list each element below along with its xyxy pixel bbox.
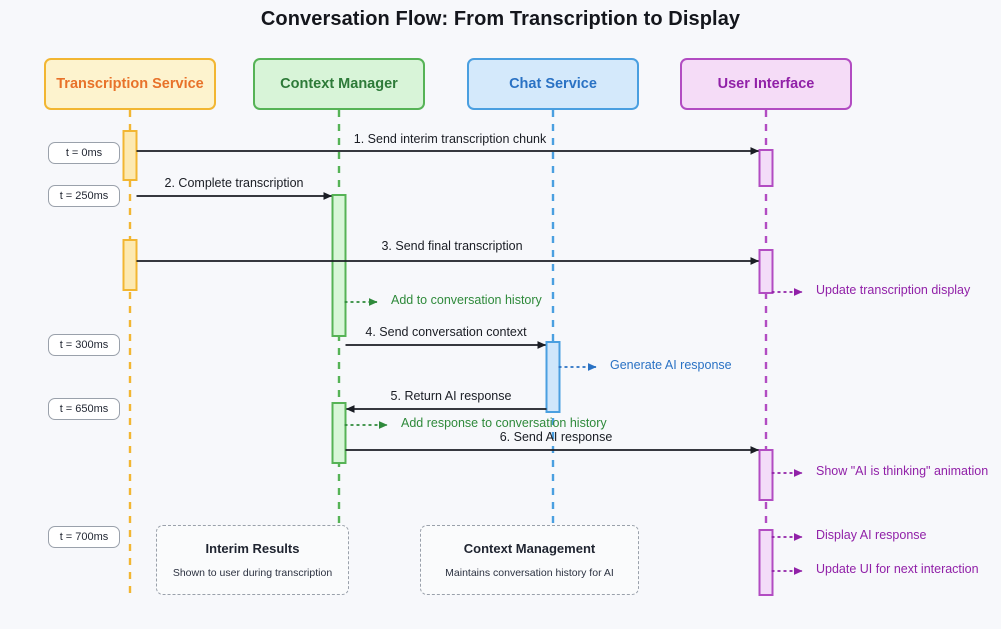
self-note-label: Add to conversation history (391, 293, 542, 307)
timestamp-pill: t = 250ms (48, 185, 120, 207)
note-subtitle: Maintains conversation history for AI (445, 567, 614, 579)
message-label-4: 4. Send conversation context (365, 325, 527, 339)
activation-bar-transcription (122, 130, 138, 181)
message-label-5: 5. Return AI response (390, 389, 512, 403)
self-note-label: Display AI response (816, 528, 927, 542)
participant-label: Context Manager (280, 76, 398, 92)
participant-label: User Interface (717, 76, 815, 92)
participant-label: Chat Service (509, 76, 597, 92)
timestamp-pill: t = 700ms (48, 526, 120, 548)
activation-bar-ui (758, 149, 774, 187)
self-note-label: Show "AI is thinking" animation (816, 464, 989, 478)
activations-group (122, 130, 774, 596)
participant-ui[interactable]: User Interface (680, 58, 852, 110)
note-subtitle: Shown to user during transcription (172, 567, 333, 579)
timestamp-pill: t = 300ms (48, 334, 120, 356)
self-note-label: Update transcription display (816, 283, 971, 297)
page-title: Conversation Flow: From Transcription to… (260, 8, 741, 30)
activation-bar-chat (545, 341, 561, 413)
message-label-3: 3. Send final transcription (381, 239, 523, 253)
note-title: Context Management (463, 541, 596, 556)
message-label-2: 2. Complete transcription (164, 176, 304, 190)
activation-bar-context (331, 194, 347, 337)
activation-bar-ui (758, 249, 774, 294)
participant-chat[interactable]: Chat Service (467, 58, 639, 110)
activation-bar-ui (758, 449, 774, 501)
note-title: Interim Results (205, 541, 300, 556)
participant-label: Transcription Service (56, 76, 204, 92)
self-note-label: Generate AI response (610, 358, 732, 372)
activation-bar-ui (758, 529, 774, 596)
message-label-6: 6. Send AI response (499, 430, 613, 444)
self-note-label: Update UI for next interaction (816, 562, 979, 576)
message-arrows-group (136, 147, 803, 575)
participant-context[interactable]: Context Manager (253, 58, 425, 110)
message-label-1: 1. Send interim transcription chunk (353, 132, 547, 146)
self-note-label: Add response to conversation history (401, 416, 607, 430)
participant-transcription[interactable]: Transcription Service (44, 58, 216, 110)
timestamp-pill: t = 0ms (48, 142, 120, 164)
activation-bar-context (331, 402, 347, 464)
timestamp-pill: t = 650ms (48, 398, 120, 420)
activation-bar-transcription (122, 239, 138, 291)
